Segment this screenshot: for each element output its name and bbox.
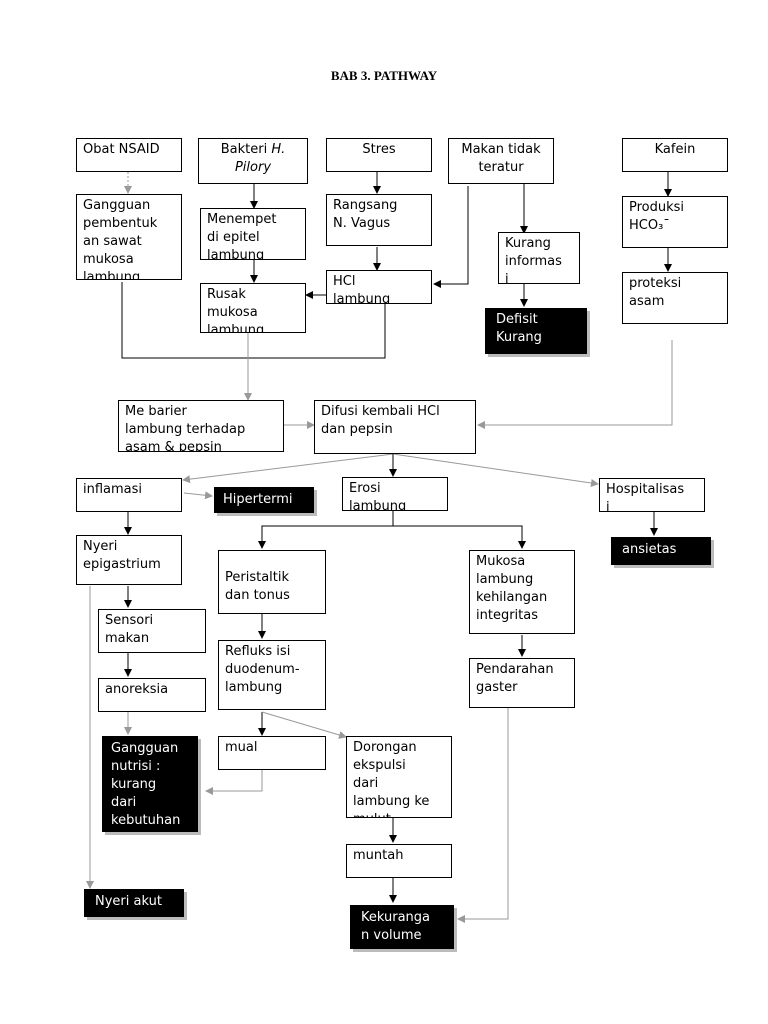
node-difusi: Difusi kembali HCl dan pepsin (314, 400, 476, 454)
node-dorongan-label: Dorongan ekspulsi dari lambung ke mulut (353, 740, 430, 817)
node-bakteri-label: Bakteri (220, 142, 272, 157)
node-kafein: Kafein (622, 138, 728, 172)
node-kafein-label: Kafein (654, 142, 696, 157)
node-gangguan-nutrisi: Gangguan nutrisi : kurang dari kebutuhan (102, 736, 198, 832)
node-hospitalisasi-label: Hospitalisas i (606, 482, 685, 512)
node-nyeri-epigastrium: Nyeri epigastrium (76, 535, 182, 585)
node-hcl-lambung: HCl lambung (326, 270, 432, 304)
node-bakteri-species: H. Pilory (234, 142, 286, 175)
node-proteksi-label: proteksi asam (629, 276, 682, 309)
node-defisit-label: Defisit Kurang (496, 312, 542, 345)
node-bakteri: Bakteri H. Pilory (198, 138, 308, 184)
node-gangguan-pembentukan: Gangguan pembentuk an sawat mukosa lambu… (76, 194, 182, 280)
arrow-erosi-peristaltik (258, 510, 394, 549)
node-muntah-label: muntah (353, 848, 404, 863)
arrow-difusi-inflamasi (182, 453, 394, 484)
node-gangguan-pembentukan-label: Gangguan pembentuk an sawat mukosa lambu… (83, 198, 158, 280)
node-rangsang: Rangsang N. Vagus (326, 194, 432, 246)
node-erosi-label: Erosi lambung (349, 481, 407, 511)
node-obat-nsaid-label: Obat NSAID (83, 142, 160, 157)
node-sensori-makan: Sensori makan (98, 609, 206, 653)
node-stres-label: Stres (362, 142, 396, 157)
node-mukosa-integritas-label: Mukosa lambung kehilangan integritas (476, 554, 548, 623)
arrow-refluks-dorongan (261, 711, 347, 739)
node-pendarahan-label: Pendarahan gaster (476, 662, 554, 695)
node-hipertermi-label: Hipertermi (223, 492, 293, 507)
node-inflamasi-label: inflamasi (83, 482, 143, 497)
node-nyeri-akut-label: Nyeri akut (95, 894, 162, 909)
node-anoreksia: anoreksia (98, 678, 206, 712)
node-barier-label: Me barier lambung terhadap asam & pepsin (125, 404, 246, 452)
node-kekurangan-volume: Kekuranga n volume (350, 905, 454, 949)
node-mual-label: mual (225, 740, 258, 755)
arrow-inflamasi-hipertermi (183, 491, 213, 500)
node-mual: mual (218, 736, 326, 770)
node-produksi-label: Produksi HCO₃ˉ (629, 200, 685, 233)
node-kurang-informasi: Kurang informas i (498, 232, 580, 284)
node-hospitalisasi: Hospitalisas i (599, 478, 705, 512)
node-muntah: muntah (346, 844, 452, 878)
node-sensori-label: Sensori makan (105, 613, 154, 646)
arrow-makan-hcl (433, 186, 469, 288)
node-rusak-mukosa: Rusak mukosa lambung (200, 283, 306, 333)
node-hipertermi: Hipertermi (214, 487, 314, 513)
node-gangguan-nutrisi-label: Gangguan nutrisi : kurang dari kebutuhan (111, 741, 181, 828)
page-title: BAB 3. PATHWAY (330, 68, 438, 83)
node-hcl-label: HCl lambung (333, 274, 391, 304)
node-dorongan: Dorongan ekspulsi dari lambung ke mulut (346, 736, 452, 818)
node-inflamasi: inflamasi (76, 478, 182, 512)
node-rusak-label: Rusak mukosa lambung (207, 287, 265, 333)
arrow-pendarahan-kekurangan (457, 708, 509, 923)
node-mukosa-integritas: Mukosa lambung kehilangan integritas (469, 550, 575, 634)
node-peristaltik-label: Peristaltik dan tonus (225, 570, 290, 603)
node-peristaltik: Peristaltik dan tonus (218, 550, 326, 614)
node-kekurangan-label: Kekuranga n volume (361, 910, 431, 943)
node-kurang-informasi-label: Kurang informas i (505, 236, 562, 284)
node-rangsang-label: Rangsang N. Vagus (333, 198, 398, 231)
node-makan-label: Makan tidak teratur (461, 142, 541, 175)
node-produksi: Produksi HCO₃ˉ (622, 196, 728, 248)
node-barier: Me barier lambung terhadap asam & pepsin (118, 400, 284, 452)
node-erosi: Erosi lambung (342, 477, 448, 511)
node-difusi-label: Difusi kembali HCl dan pepsin (321, 404, 440, 437)
node-ansietas-label: ansietas (622, 542, 677, 557)
node-nyeri-epigastrium-label: Nyeri epigastrium (83, 539, 161, 572)
line-gangguan-merge (121, 282, 386, 359)
arrow-difusi-hospitalisasi (392, 453, 599, 487)
node-stres: Stres (326, 138, 432, 172)
node-refluks: Refluks isi duodenum- lambung (218, 640, 326, 710)
node-proteksi: proteksi asam (622, 272, 728, 324)
node-anoreksia-label: anoreksia (105, 682, 169, 697)
node-refluks-label: Refluks isi duodenum- lambung (225, 644, 300, 695)
node-nyeri-akut: Nyeri akut (84, 889, 184, 917)
node-menempel-label: Menempet di epitel lambung (207, 212, 277, 260)
node-pendarahan: Pendarahan gaster (469, 658, 575, 708)
arrow-proteksi-difusi (477, 340, 673, 429)
node-defisit: Defisit Kurang (485, 308, 587, 354)
node-ansietas: ansietas (611, 537, 711, 565)
node-menempel: Menempet di epitel lambung (200, 208, 306, 260)
arrow-mual-nutrisi (205, 770, 263, 795)
node-makan-tidak-teratur: Makan tidak teratur (448, 138, 554, 184)
node-obat-nsaid: Obat NSAID (76, 138, 182, 172)
arrow-erosi-mukosa (393, 525, 526, 549)
